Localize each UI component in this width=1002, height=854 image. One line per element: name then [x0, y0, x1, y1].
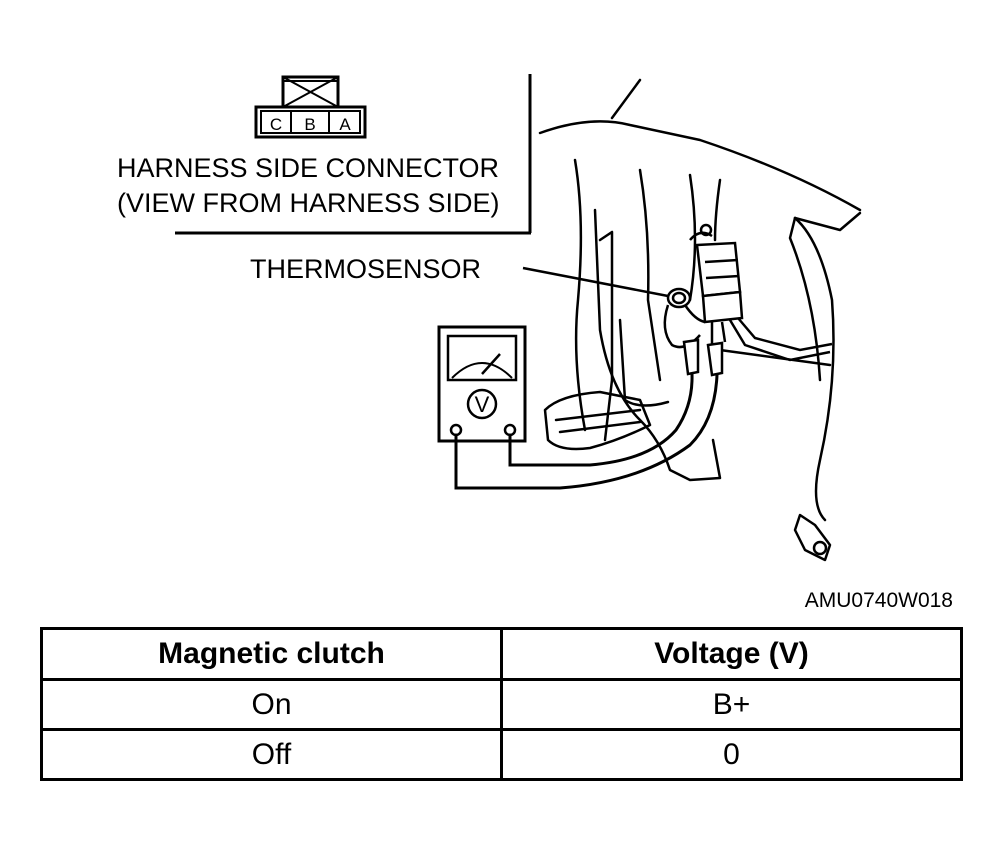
table-cell-voltage: 0: [500, 728, 963, 781]
table-row: Off 0: [40, 728, 963, 781]
table-cell-voltage: B+: [500, 678, 963, 731]
voltmeter-symbol: V: [475, 392, 490, 417]
table-row: On B+: [40, 678, 963, 731]
connector-title-line2: (VIEW FROM HARNESS SIDE): [117, 188, 500, 218]
thermosensor-label: THERMOSENSOR: [250, 254, 481, 284]
connector-title-line1: HARNESS SIDE CONNECTOR: [117, 153, 499, 183]
table-cell-clutch-state: Off: [40, 728, 503, 781]
figure-id: AMU0740W018: [805, 589, 953, 612]
header-magnetic-clutch: Magnetic clutch: [40, 627, 503, 681]
inset-frame: [175, 74, 532, 235]
connector-pin-a: A: [339, 115, 351, 134]
relay-connector-block: [689, 223, 744, 324]
test-probes: [682, 338, 724, 377]
thermosensor-part: [663, 287, 706, 349]
connector-pin-c: C: [270, 115, 282, 134]
table-header-row: Magnetic clutch Voltage (V): [40, 627, 963, 681]
harness-wires: [710, 317, 833, 362]
connector-pin-b: B: [304, 115, 315, 134]
thermosensor-leader-line: [522, 266, 669, 298]
harness-connector-diagram: [254, 75, 367, 139]
voltage-table: Magnetic clutch Voltage (V) On B+ Off 0: [40, 627, 963, 781]
header-voltage: Voltage (V): [500, 627, 963, 681]
meter-leads: [454, 372, 719, 490]
vehicle-body-outline: [538, 78, 862, 562]
table-cell-clutch-state: On: [40, 678, 503, 731]
voltmeter: [437, 325, 527, 443]
